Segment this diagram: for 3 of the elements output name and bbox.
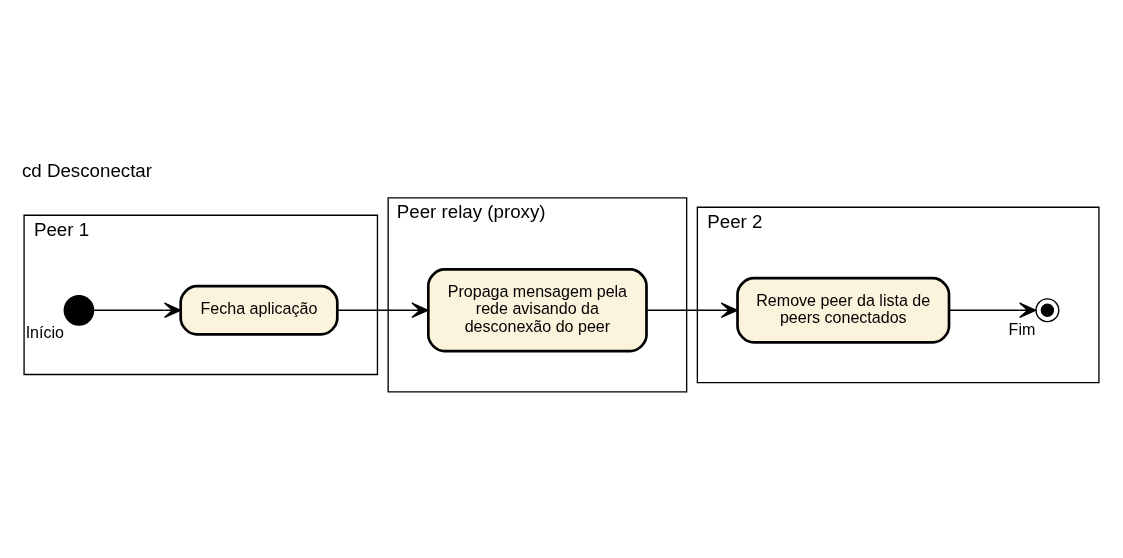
node-label: Fim	[1008, 319, 1036, 338]
node-label: Início	[25, 322, 64, 341]
diagram-title: cd Desconectar	[21, 159, 153, 181]
